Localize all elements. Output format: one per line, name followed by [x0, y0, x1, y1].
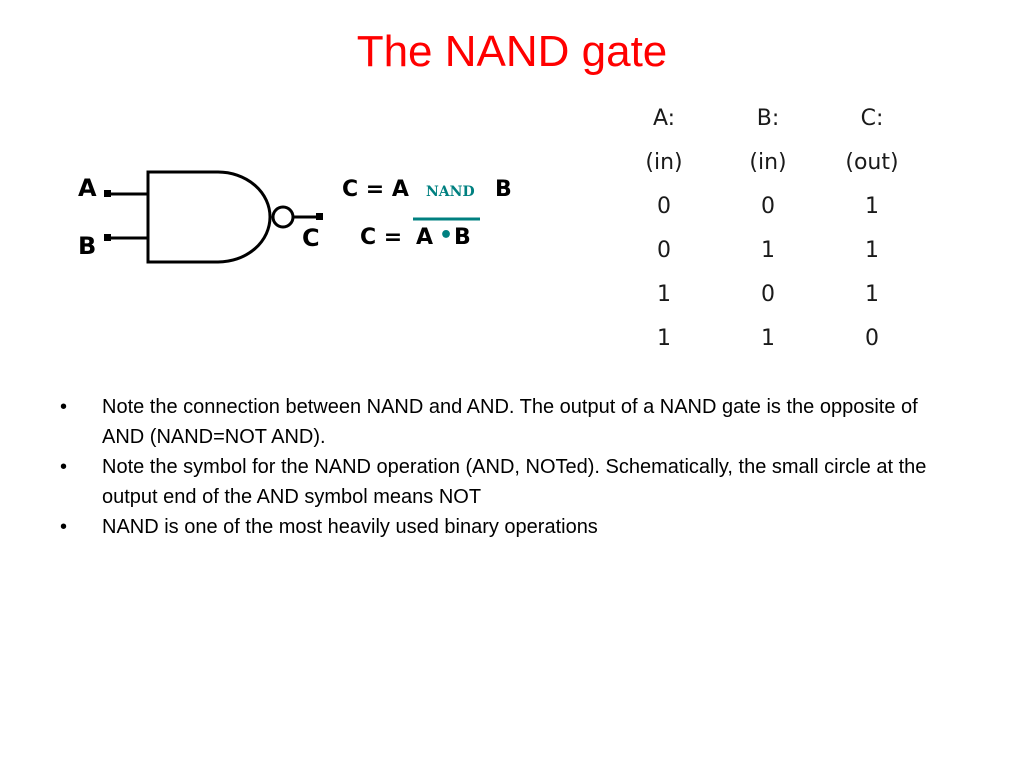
- truth-table-cell: A:: [652, 105, 676, 131]
- truth-table-cell: (out): [845, 149, 899, 175]
- equation-2-dot: •: [439, 223, 453, 248]
- truth-table-cell: 1: [865, 281, 879, 307]
- input-a-terminal: [104, 190, 111, 197]
- and-gate-body: [146, 170, 272, 264]
- equation-2-lhs: C =: [360, 225, 402, 250]
- truth-table-cell: 0: [865, 325, 879, 351]
- truth-table-row: 1 1 0: [612, 316, 924, 360]
- bullet-marker: •: [60, 396, 68, 418]
- truth-table-cell: 1: [657, 281, 671, 307]
- input-b-label: B: [78, 232, 96, 260]
- nand-gate-diagram: A B C C = A NAND B C = A • B: [78, 170, 512, 264]
- bullet-item: • Note the symbol for the NAND operation …: [60, 452, 960, 512]
- not-bubble: [271, 205, 295, 229]
- truth-table-cell: 1: [761, 237, 775, 263]
- bullet-marker: •: [60, 516, 68, 538]
- truth-table-cell: B:: [756, 105, 780, 131]
- truth-table-row: 0 0 1: [612, 184, 924, 228]
- bullet-item: • Note the connection between NAND and AN…: [60, 392, 960, 452]
- truth-table-cell: 0: [761, 193, 775, 219]
- output-c-label: C: [302, 224, 320, 252]
- bullet-text: Note the connection between NAND and AND…: [102, 396, 918, 448]
- truth-table-cell: 1: [865, 193, 879, 219]
- truth-table-cell: 0: [657, 193, 671, 219]
- slide-title: The NAND gate: [356, 27, 668, 76]
- truth-table-cell: 0: [761, 281, 775, 307]
- truth-table-header-row: A: B: C:: [612, 96, 924, 140]
- bullet-list: • Note the connection between NAND and AN…: [60, 392, 960, 542]
- truth-table-row: 1 0 1: [612, 272, 924, 316]
- equation-1-operator: NAND: [426, 184, 475, 200]
- truth-table-cell: 0: [657, 237, 671, 263]
- truth-table-cell: (in): [645, 149, 683, 175]
- bullet-marker: •: [60, 456, 68, 478]
- truth-table-cell: 1: [761, 325, 775, 351]
- input-a-label: A: [78, 174, 97, 202]
- input-b-terminal: [104, 234, 111, 241]
- bullet-item: • NAND is one of the most heavily used bi…: [60, 512, 960, 542]
- truth-table-cell: 1: [657, 325, 671, 351]
- equation-2-a: A: [416, 225, 433, 250]
- truth-table-subheader-row: (in) (in) (out): [612, 140, 924, 184]
- truth-table-row: 0 1 1: [612, 228, 924, 272]
- output-terminal: [316, 213, 323, 220]
- truth-table: A: B: C: (in) (in) (out) 0 0 1 0 1 1 1 0 1 1 1 0: [612, 96, 924, 360]
- truth-table-cell: 1: [865, 237, 879, 263]
- equation-2-b: B: [454, 225, 471, 250]
- truth-table-cell: (in): [749, 149, 787, 175]
- bullet-text: Note the symbol for the NAND operation (…: [102, 456, 927, 508]
- bullet-text: NAND is one of the most heavily used bin…: [102, 516, 598, 538]
- truth-table-cell: C:: [860, 105, 884, 131]
- equation-1-lhs: C = A: [342, 177, 409, 202]
- equation-1-rhs: B: [495, 177, 512, 202]
